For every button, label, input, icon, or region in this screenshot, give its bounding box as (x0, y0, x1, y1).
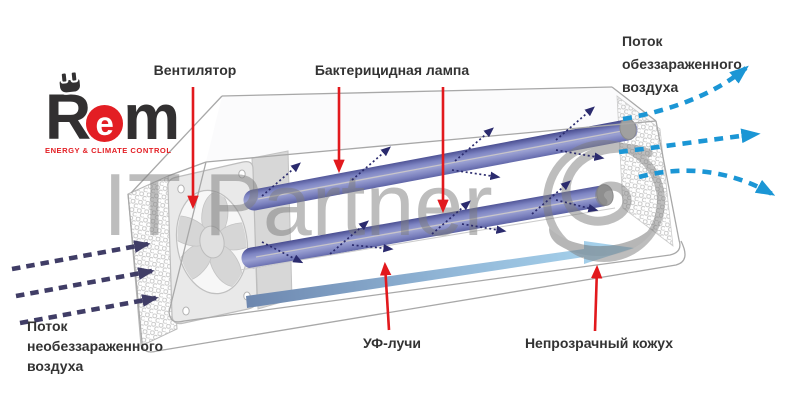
outlet-air-arrows (618, 65, 776, 197)
label-casing: Непрозрачный кожух (524, 335, 674, 351)
casing-top-face (206, 87, 656, 162)
label-uv-rays: УФ-лучи (362, 335, 422, 351)
label-fan: Вентилятор (153, 62, 237, 78)
uv-lamp-upper-highlight (257, 130, 623, 200)
label-outflow: Поток обеззараженного воздуха (622, 33, 742, 95)
brand-letter-m: m (123, 81, 180, 153)
brand-wordmark: R e m (45, 78, 185, 153)
brand-letter-r: R (45, 81, 91, 153)
uv-beam-stripe (246, 241, 634, 308)
device-casing-group (127, 86, 686, 353)
annotation-arrows (187, 87, 603, 332)
watermark-text: IT Partner (103, 155, 493, 254)
casing-pointer (590, 264, 603, 332)
inlet-mesh-grill (127, 175, 178, 347)
brand-tagline: ENERGY & CLIMATE CONTROL (45, 146, 172, 155)
uv-ray-arrows (261, 106, 605, 264)
uv-rays-pointer (379, 261, 392, 331)
uv-lamp-lower-highlight (255, 196, 599, 258)
fan-hub (199, 225, 225, 259)
brand-letter-e: e (95, 104, 114, 142)
brand-letter-e-badge: e (86, 104, 124, 142)
rem-logo: R e m ENERGY & CLIMATE CONTROL (45, 78, 185, 155)
label-lamp: Бактерицидная лампа (314, 62, 470, 78)
label-inflow: Поток необеззараженного воздуха (27, 318, 164, 374)
